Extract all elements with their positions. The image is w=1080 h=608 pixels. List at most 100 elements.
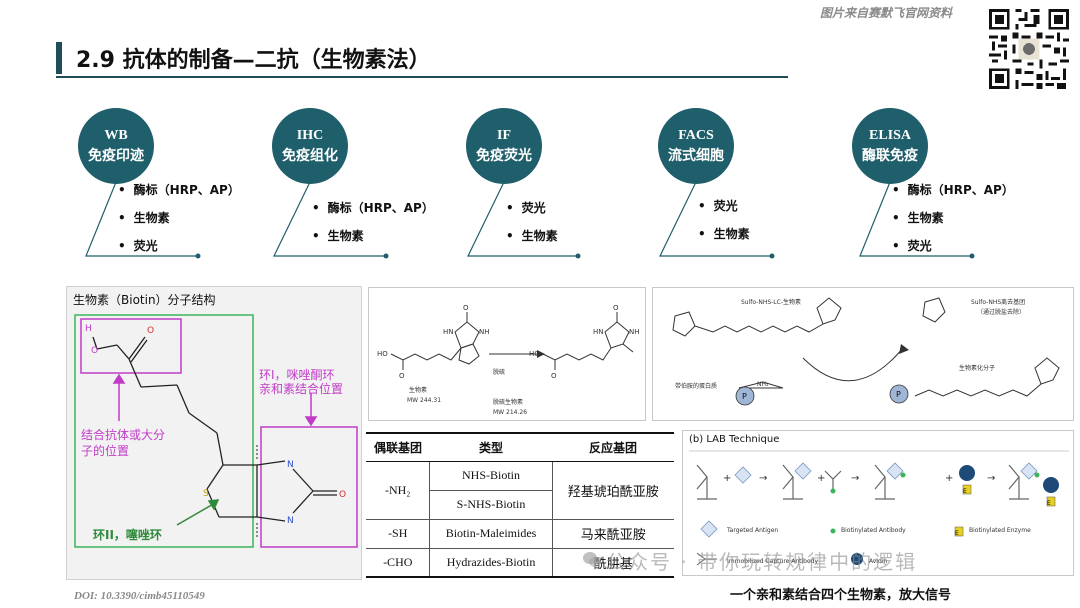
method-wb: WB 免疫印迹 酶标（HRP、AP） 生物素 荧光 bbox=[66, 108, 256, 268]
table-cell-reactive: 酰肼基 bbox=[551, 548, 674, 578]
method-circle: IHC 免疫组化 bbox=[272, 108, 348, 184]
annotation-ring2: 环II，噻唑环 bbox=[93, 527, 162, 542]
wechat-icon bbox=[583, 552, 601, 567]
coupling-group-table: 偶联基团 类型 反应基团 -NH₂ NHS-Biotin 羟基琥珀酰亚胺 S-N… bbox=[366, 432, 674, 578]
annotation-ring1-line2: 亲和素结合位置 bbox=[259, 381, 343, 396]
amine-group: NH₂ bbox=[757, 381, 769, 388]
atom-hn: HN bbox=[443, 328, 454, 336]
atom-o-carbonyl: O bbox=[147, 326, 154, 336]
table-header: 偶联基团 bbox=[366, 432, 430, 462]
enzyme-icon bbox=[954, 526, 964, 537]
biotin-mw: MW 244.31 bbox=[407, 397, 441, 404]
lab-caption: 一个亲和素结合四个生物素，放大信号 bbox=[730, 588, 952, 603]
atom-s: S bbox=[203, 489, 209, 499]
leaving-group-label: Sulfo-NHS离去基团 bbox=[971, 298, 1025, 306]
table-cell-group: -NH₂ bbox=[366, 461, 430, 520]
method-name: 免疫荧光 bbox=[476, 148, 532, 164]
atom-n: N bbox=[287, 460, 294, 470]
table-cell-type: Hydrazides-Biotin bbox=[429, 548, 553, 578]
protein-icon bbox=[735, 386, 755, 406]
method-item: 荧光 bbox=[118, 232, 240, 260]
method-item: 酶标（HRP、AP） bbox=[312, 194, 434, 222]
table-row: -CHO Hydrazides-Biotin 酰肼基 bbox=[366, 548, 674, 578]
leaving-group-note: （通过脱盐去除） bbox=[977, 308, 1025, 316]
legend-biotinylated-antibody: Biotinylated Antibody bbox=[841, 527, 906, 534]
desthiobiotin-reaction-diagram: HO O O HN NH HO O O HN NH 生物素 MW 244.31 … bbox=[377, 304, 640, 416]
method-name: 免疫印迹 bbox=[88, 148, 144, 164]
method-item: 酶标（HRP、AP） bbox=[892, 176, 1014, 204]
svg-text:+: + bbox=[945, 473, 953, 484]
table-cell-group: -SH bbox=[366, 519, 430, 549]
legend-avidin: Avidin bbox=[869, 558, 887, 565]
protein-icon bbox=[889, 384, 909, 404]
method-name: 免疫组化 bbox=[282, 148, 338, 164]
diagonal-connector-line bbox=[273, 181, 389, 259]
method-ihc: IHC 免疫组化 酶标（HRP、AP） 生物素 bbox=[260, 108, 450, 268]
title-underline bbox=[56, 76, 788, 78]
method-abbr: ELISA bbox=[868, 128, 912, 143]
method-item: 生物素 bbox=[698, 220, 750, 248]
method-circle: ELISA 酶联免疫 bbox=[852, 108, 928, 184]
nhs-biotinylation-diagram: P P NH₂ Sulfo-NHS-LC-生物素 Sulfo-NHS离去基团 （… bbox=[672, 297, 1060, 406]
svg-text:→: → bbox=[759, 473, 767, 484]
biotin-label: 生物素 bbox=[409, 386, 427, 394]
method-item: 生物素 bbox=[312, 222, 434, 250]
atom-h: H bbox=[85, 324, 92, 334]
method-item: 荧光 bbox=[698, 192, 750, 220]
table-row: S-NHS-Biotin bbox=[366, 490, 674, 520]
diagonal-connector-line bbox=[659, 181, 775, 259]
svg-text:→: → bbox=[987, 473, 995, 484]
atom-o: O bbox=[613, 304, 619, 312]
method-item-list: 酶标（HRP、AP） 生物素 荧光 bbox=[118, 176, 240, 260]
table-header: 类型 bbox=[429, 432, 553, 462]
atom-hn: HN bbox=[593, 328, 604, 336]
atom-ho: HO bbox=[529, 350, 540, 358]
method-item: 荧光 bbox=[506, 194, 558, 222]
title-accent-bar bbox=[56, 42, 62, 74]
table-cell-type: NHS-Biotin bbox=[429, 461, 553, 491]
title-bar: 2.9 抗体的制备—二抗（生物素法） bbox=[56, 38, 788, 78]
legend-targeted-antigen: Targeted Antigen bbox=[726, 527, 778, 534]
lab-technique-panel: (b) LAB Technique bbox=[682, 430, 1074, 576]
method-abbr: IHC bbox=[296, 128, 324, 143]
atom-n: N bbox=[287, 516, 294, 526]
annotation-antibody-line1: 结合抗体或大分 bbox=[81, 427, 165, 442]
table-header-row: 偶联基团 类型 反应基团 bbox=[366, 432, 674, 462]
carboxyl-highlight-box bbox=[80, 318, 182, 374]
method-item-list: 酶标（HRP、AP） 生物素 bbox=[312, 194, 434, 250]
atom-ho: HO bbox=[377, 350, 388, 358]
method-item-list: 荧光 生物素 bbox=[698, 192, 750, 248]
enzyme-letter: E bbox=[1047, 500, 1051, 507]
method-facs: FACS 流式细胞 荧光 生物素 bbox=[646, 108, 836, 268]
desthiobiotin-reaction-panel: HO O O HN NH HO O O HN NH 生物素 MW 244.31 … bbox=[368, 287, 646, 421]
desthiobiotin-label: 脱硫生物素 bbox=[493, 398, 523, 406]
product-label: 生物素化分子 bbox=[959, 364, 995, 372]
svg-text:+: + bbox=[817, 473, 825, 484]
table-cell-type: S-NHS-Biotin bbox=[429, 490, 553, 520]
table-row: -SH Biotin-Maleimides 马来酰亚胺 bbox=[366, 519, 674, 549]
method-elisa: ELISA 酶联免疫 酶标（HRP、AP） 生物素 荧光 bbox=[840, 108, 1030, 268]
reagent-label: Sulfo-NHS-LC-生物素 bbox=[741, 298, 801, 306]
method-if: IF 免疫荧光 荧光 生物素 bbox=[454, 108, 644, 268]
reaction-arrow-icon bbox=[899, 344, 909, 354]
page-title: 2.9 抗体的制备—二抗（生物素法） bbox=[76, 48, 431, 73]
method-circle: IF 免疫荧光 bbox=[466, 108, 542, 184]
enzyme-letter: E bbox=[963, 488, 967, 495]
method-item: 酶标（HRP、AP） bbox=[118, 176, 240, 204]
biotin-structure-title: 生物素（Biotin）分子结构 bbox=[73, 293, 216, 307]
atom-o: O bbox=[551, 372, 557, 380]
doi-reference: DOI: 10.3390/cimb45110549 bbox=[74, 590, 205, 602]
protein-symbol: P bbox=[896, 390, 901, 399]
desthiobiotin-mw: MW 214.26 bbox=[493, 409, 527, 416]
method-item: 生物素 bbox=[506, 222, 558, 250]
legend-biotinylated-enzyme: Biotinylated Enzyme bbox=[969, 527, 1031, 534]
svg-text:→: → bbox=[851, 473, 859, 484]
lab-technique-diagram: E E E +→ +→ +→ Targeted Antigen Biotinyl… bbox=[689, 450, 1069, 566]
svg-text:+: + bbox=[723, 473, 731, 484]
method-abbr: WB bbox=[104, 128, 128, 143]
lab-technique-title: (b) LAB Technique bbox=[689, 434, 780, 445]
legend-capture-antibody: Immobilized Capture Antibody bbox=[727, 558, 818, 565]
reaction-arrow-label: 脱硫 bbox=[493, 368, 505, 376]
method-item: 生物素 bbox=[892, 204, 1014, 232]
atom-o: O bbox=[339, 490, 346, 500]
